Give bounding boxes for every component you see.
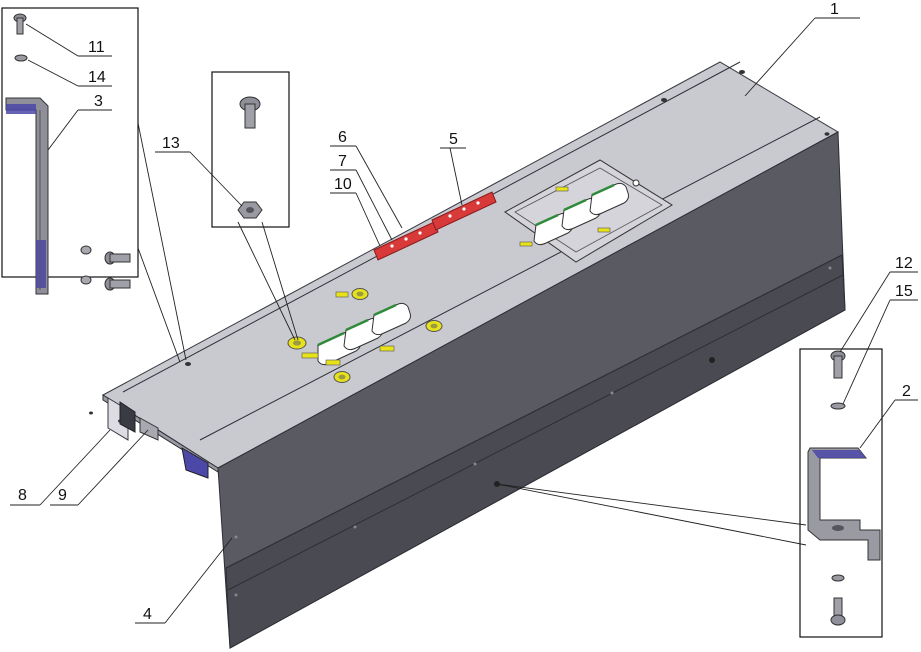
label-part-14: 14 (88, 69, 106, 86)
label-part-8: 8 (18, 487, 27, 504)
bracket-2 (807, 447, 881, 561)
label-part-5: 5 (449, 131, 458, 148)
label-part-7: 7 (338, 153, 347, 170)
washer-icon (14, 54, 28, 62)
bolt-icon (104, 277, 131, 291)
label-part-12: 12 (895, 255, 913, 272)
left-blue-clip (181, 447, 209, 479)
bracket-3 (5, 97, 49, 295)
screw-icon (13, 13, 27, 35)
screw-icon (830, 350, 846, 379)
label-part-10: 10 (334, 176, 352, 193)
switch-plate (504, 159, 673, 263)
label-part-9: 9 (58, 487, 67, 504)
label-part-15: 15 (895, 283, 913, 300)
washer-13 (287, 336, 307, 350)
switch-cutout (371, 302, 411, 336)
washer-icon (831, 574, 845, 582)
terminal-strip-5 (431, 191, 497, 231)
left-switch-cutouts (287, 288, 443, 383)
left-bracket-part8 (119, 401, 136, 433)
label-part-6: 6 (338, 129, 347, 146)
leader-lines (10, 17, 918, 624)
terminal-strip-6-7 (373, 221, 439, 261)
washer-icon (830, 402, 846, 410)
inset-bracket-3 (1, 7, 139, 295)
screw-icon (830, 597, 846, 626)
main-housing (89, 61, 846, 649)
nut-icon (237, 201, 263, 219)
label-part-3: 3 (94, 93, 103, 110)
left-bracket-part9 (139, 417, 159, 441)
bolt-icon (104, 251, 131, 265)
label-part-11: 11 (88, 39, 105, 56)
label-part-1: 1 (830, 1, 839, 18)
inset-bracket-2 (799, 348, 883, 638)
label-part-4: 4 (143, 606, 152, 623)
screw-icon (239, 96, 261, 129)
label-part-2: 2 (902, 383, 911, 400)
part-labels: 1 11 14 3 13 6 7 10 5 8 9 4 12 15 2 (18, 1, 913, 623)
inset-fastener-13 (211, 71, 290, 228)
label-part-13: 13 (162, 135, 180, 152)
